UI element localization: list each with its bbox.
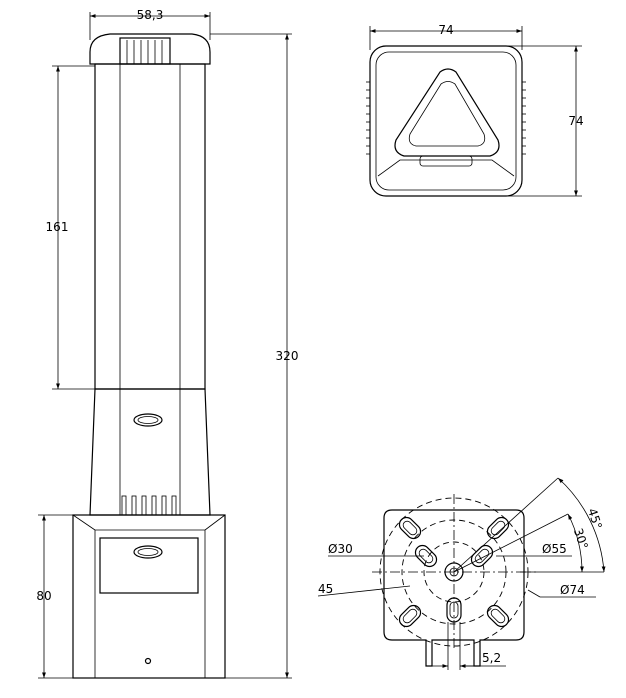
dim-upper-height-label: 161: [46, 220, 69, 234]
dim-spacing-label: 45: [318, 582, 333, 596]
dim-inner-diameter-label: Ø30: [328, 542, 353, 556]
top-cap: [89, 33, 211, 65]
dim-base-height: 80: [36, 514, 73, 679]
dim-total-height: 320: [210, 33, 299, 679]
dim-total-height-label: 320: [276, 349, 299, 363]
status-indicator: [133, 413, 163, 427]
angle-arc-45: [557, 477, 606, 573]
dim-top-height-label: 74: [568, 114, 583, 128]
label-panel: [99, 537, 199, 594]
dim-angle-45-label: 45°: [585, 506, 605, 531]
dim-angle-30-label: 30°: [571, 526, 591, 551]
dim-slot-width: 5,2: [430, 622, 506, 670]
side-ribs-right: [522, 81, 526, 155]
top-triangle-outer: [394, 68, 500, 157]
top-view: 74 74: [366, 23, 584, 197]
top-triangle-inner: [408, 81, 486, 147]
screw-hole: [144, 657, 152, 665]
dim-top-height: 74: [500, 45, 584, 197]
front-view: 58,3 161 320 80: [36, 8, 299, 679]
mounting-plate: [383, 509, 525, 667]
mounting-view: 45° 30° Ø30 Ø55 Ø74 45 5,2: [317, 477, 606, 670]
dim-bolt-circle-label: Ø55: [542, 542, 567, 556]
mount-slots: [398, 516, 510, 628]
dim-base-height-label: 80: [36, 589, 51, 603]
dim-top-width-label: 74: [438, 23, 453, 37]
dim-upper-height: 161: [46, 65, 95, 390]
middle-column: [89, 388, 211, 516]
dim-slot-width-label: 5,2: [482, 651, 501, 665]
side-ribs-left: [366, 81, 370, 155]
mid-vent: [121, 495, 177, 516]
dim-top-width: 74: [369, 23, 523, 50]
dim-outer-diameter-label: Ø74: [560, 583, 585, 597]
upper-column: [94, 63, 206, 390]
cap-vent: [119, 37, 171, 65]
dim-width-front-label: 58,3: [137, 8, 164, 22]
base-housing: [72, 514, 226, 679]
dim-width-front: 58,3: [89, 8, 211, 40]
angle-arc-30: [567, 513, 584, 573]
